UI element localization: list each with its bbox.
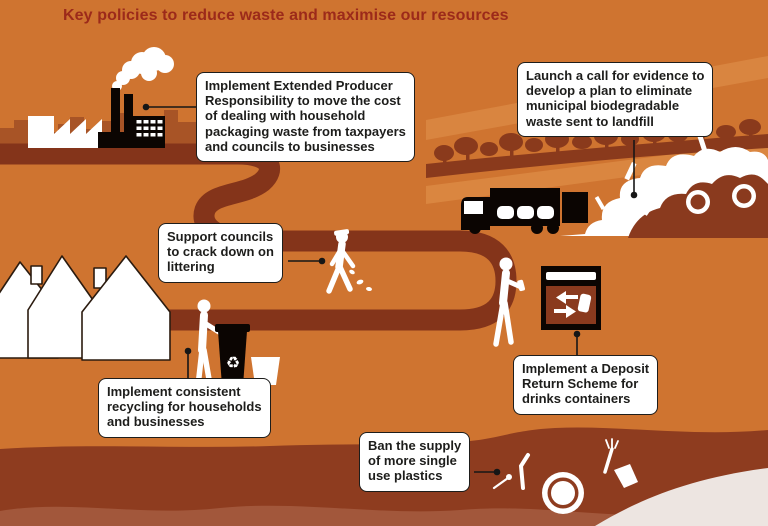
- tree-icon: [739, 119, 761, 135]
- deposit-return: [493, 257, 601, 347]
- smoke-puff: [141, 65, 157, 81]
- recycling-bin-icon: [218, 331, 247, 386]
- tree-icon: [454, 137, 478, 155]
- person-leg: [502, 300, 514, 345]
- truck-rear-box: [562, 192, 588, 223]
- person-torso: [499, 269, 510, 307]
- arrow-left-icon: [556, 291, 578, 304]
- dropped-litter: [356, 279, 364, 285]
- tree-icon: [480, 142, 498, 156]
- page-title: Key policies to reduce waste and maximis…: [63, 7, 509, 24]
- tree-trunk: [510, 148, 514, 157]
- factory: [28, 47, 174, 148]
- landfill-site: [560, 135, 768, 238]
- truck-panel: [497, 206, 514, 219]
- person-head: [197, 299, 211, 313]
- connector-dot: [630, 191, 638, 199]
- hedgerow-band: [426, 134, 768, 178]
- plastic-litter: [492, 438, 638, 514]
- littering-pedestrian: [326, 229, 372, 294]
- callout-littering-crackdown: Support councils to crack down on litter…: [158, 223, 283, 283]
- callout-connectors: [142, 103, 638, 476]
- cup-icon: [614, 464, 638, 488]
- cotton-bud-icon: [492, 476, 510, 490]
- tree-trunk: [466, 152, 470, 161]
- tyre-hole: [736, 188, 752, 204]
- factory-chimney: [111, 88, 120, 134]
- cup-lid-centre: [551, 481, 575, 505]
- person-leg: [337, 264, 353, 292]
- arrow-right-icon: [554, 305, 576, 318]
- tree-trunk: [653, 139, 657, 148]
- protruding-debris: [697, 135, 708, 153]
- tree-icon: [525, 138, 543, 152]
- fork-handle: [603, 447, 614, 474]
- recycle-symbol-icon: ♻: [226, 355, 240, 372]
- truck-panel: [517, 206, 534, 219]
- sawtooth-factory-icon: [28, 116, 102, 148]
- tree-trunk: [443, 158, 447, 167]
- cap-icon: [334, 229, 350, 236]
- connector-dot: [184, 347, 192, 355]
- returned-can-icon: [577, 293, 592, 313]
- tree-trunk: [605, 142, 609, 151]
- protruding-debris: [594, 195, 606, 211]
- person-icon: [493, 257, 526, 347]
- callout-deposit-return-scheme: Implement a Deposit Return Scheme for dr…: [513, 355, 659, 415]
- fork-tine: [614, 440, 619, 449]
- callout-single-use-plastics-ban: Ban the supply of more single use plasti…: [359, 432, 471, 492]
- tree-icon: [572, 135, 592, 149]
- dropped-litter: [349, 269, 355, 275]
- tree-icon: [499, 133, 523, 151]
- house-chimney: [30, 265, 43, 285]
- factory-base: [98, 132, 135, 148]
- smoke-puff: [156, 55, 174, 73]
- cotton-bud-tip: [506, 474, 512, 480]
- protruding-debris: [618, 213, 631, 231]
- tree-trunk: [749, 133, 753, 141]
- person-arm: [338, 246, 356, 269]
- truck-panel: [537, 206, 554, 219]
- pale-shore-wave: [595, 468, 768, 526]
- factory-chimney: [124, 94, 133, 134]
- person-leg: [493, 300, 506, 347]
- connector-dot: [142, 103, 150, 111]
- person-leg: [326, 264, 342, 294]
- dropped-litter: [366, 286, 372, 292]
- callout-extended-producer-responsibility: Implement Extended Producer Responsibili…: [196, 72, 415, 163]
- machine-slot: [546, 272, 596, 280]
- factory-windows: [136, 120, 163, 137]
- protruding-debris: [642, 196, 659, 216]
- tree-icon: [716, 125, 736, 139]
- house-icon: [81, 255, 171, 361]
- drink-container: [517, 279, 526, 292]
- person-arm: [329, 246, 344, 267]
- person-head: [499, 257, 513, 271]
- tree-trunk: [556, 145, 560, 154]
- connector-dot: [318, 257, 326, 265]
- chimney-smoke-icon: [112, 47, 174, 91]
- connector-dot: [493, 468, 501, 476]
- protruding-debris: [666, 183, 674, 197]
- callout-biodegradable-waste-landfill: Launch a call for evidence to develop a …: [517, 62, 714, 137]
- callout-consistent-recycling: Implement consistent recycling for house…: [98, 378, 271, 438]
- straw-icon: [518, 453, 530, 490]
- refuse-truck-icon: [461, 188, 588, 234]
- tyre-hole: [690, 194, 706, 210]
- tree-icon: [434, 145, 454, 161]
- houses: [0, 255, 171, 361]
- light-ground-wave: [0, 505, 630, 526]
- truck-windscreen: [464, 201, 483, 214]
- recycling-bin-lid: [215, 324, 250, 332]
- fork-tine: [605, 439, 610, 449]
- connector-dot: [573, 330, 581, 338]
